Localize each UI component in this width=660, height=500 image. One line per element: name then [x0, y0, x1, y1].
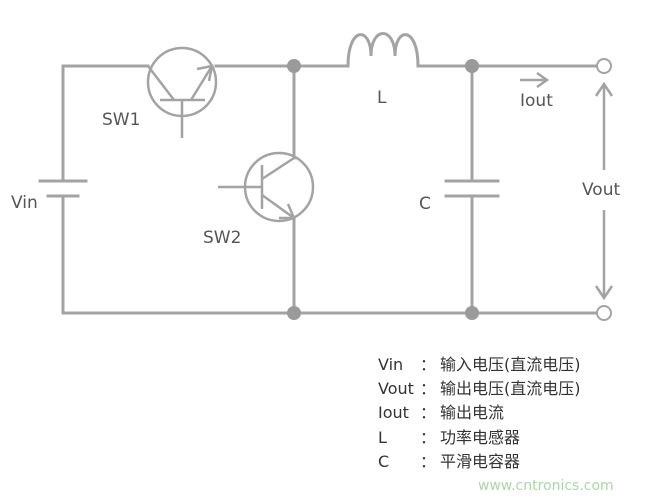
- sw2-emitter-arrow-icon: [279, 203, 296, 220]
- legend-row: C ： 平滑电容器: [378, 452, 520, 471]
- legend-symbol: L: [378, 428, 387, 447]
- vout-label: Vout: [582, 180, 620, 200]
- legend-separator: ：: [420, 452, 436, 471]
- legend-separator: ：: [420, 403, 436, 422]
- junction-node-top-right: [465, 59, 479, 73]
- legend-description: 平滑电容器: [440, 452, 520, 471]
- legend: Vin ： 输入电压(直流电压) Vout ： 输出电压(直流电压) Iout …: [378, 355, 581, 471]
- watermark: www.cntronics.com: [478, 478, 614, 494]
- output-terminal-bottom: [596, 305, 612, 321]
- legend-description: 输出电压(直流电压): [440, 379, 581, 398]
- junction-node-bottom-right: [465, 306, 479, 320]
- legend-symbol: Iout: [378, 403, 409, 422]
- legend-description: 功率电感器: [440, 428, 520, 447]
- sw2-collector: [261, 156, 295, 181]
- legend-row: Iout ： 输出电流: [378, 403, 504, 422]
- legend-symbol: Vout: [378, 379, 414, 398]
- iout-label: Iout: [520, 91, 553, 111]
- legend-description: 输入电压(直流电压): [440, 355, 581, 374]
- sw1-label: SW1: [102, 110, 140, 130]
- legend-row: L ： 功率电感器: [378, 428, 520, 447]
- sw1-emitter: [189, 65, 214, 101]
- legend-separator: ：: [420, 355, 436, 374]
- sw1-collector: [147, 65, 175, 101]
- legend-row: Vin ： 输入电压(直流电压): [378, 355, 581, 374]
- inductor-coil: [346, 32, 420, 68]
- junction-node-top-mid: [287, 59, 301, 73]
- vin-label: Vin: [11, 193, 38, 213]
- junction-node-bottom-mid: [287, 306, 301, 320]
- iout-arrow-head-icon: [536, 71, 550, 89]
- legend-separator: ：: [420, 428, 436, 447]
- legend-separator: ：: [420, 379, 436, 398]
- legend-symbol: Vin: [378, 355, 403, 374]
- output-terminal-top: [596, 58, 612, 74]
- sw2-emitter: [261, 193, 295, 220]
- legend-row: Vout ： 输出电压(直流电压): [378, 379, 581, 398]
- vout-arrow-down-head-icon: [594, 285, 614, 301]
- legend-description: 输出电流: [440, 403, 504, 422]
- legend-symbol: C: [378, 452, 389, 471]
- sw2-label: SW2: [203, 228, 241, 248]
- vout-arrow-up-head-icon: [594, 81, 614, 97]
- sw1-emitter-arrow-icon: [196, 64, 214, 82]
- capacitor-label: C: [419, 194, 431, 214]
- inductor-label: L: [377, 88, 387, 108]
